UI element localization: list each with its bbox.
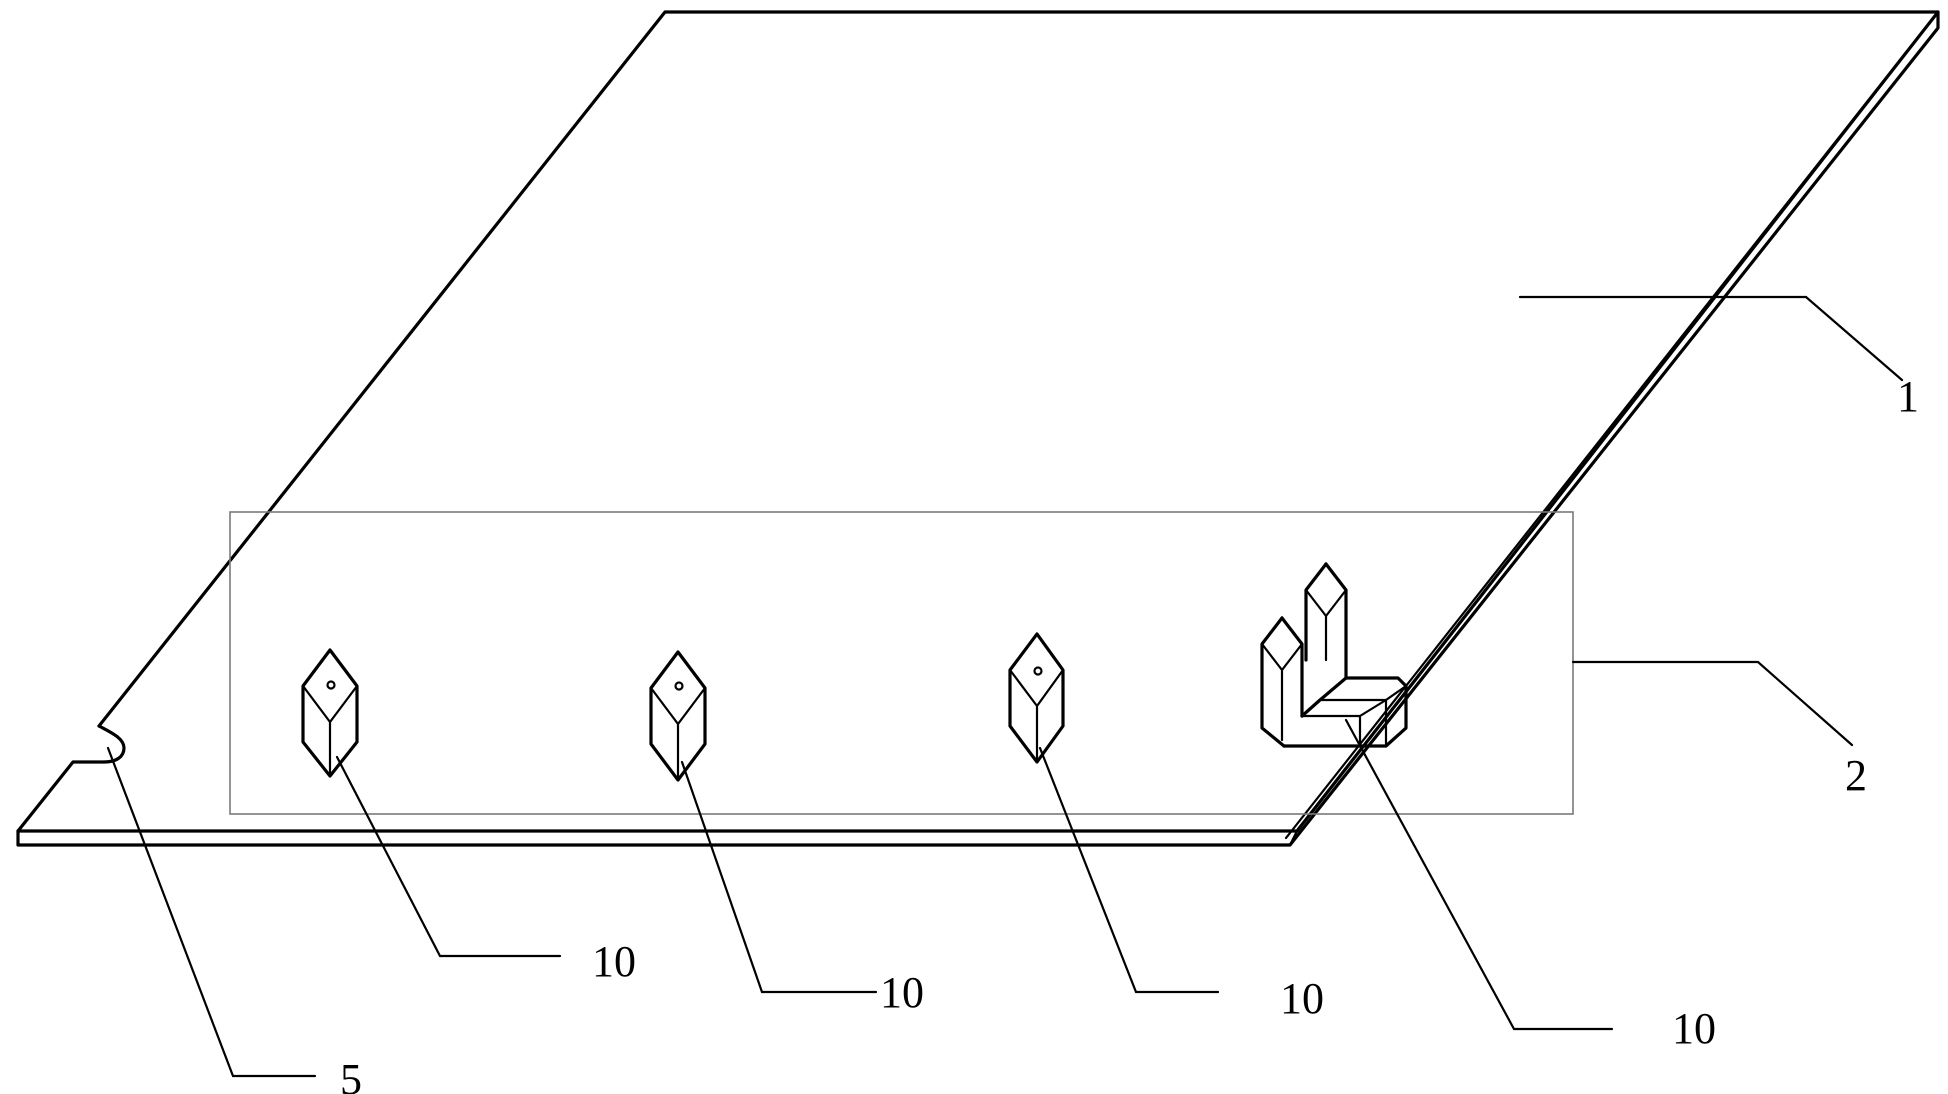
block-4 <box>1260 562 1408 748</box>
leader-notch <box>106 746 317 1078</box>
plate <box>16 10 1940 847</box>
block-3 <box>1008 632 1065 764</box>
block-2 <box>649 650 707 782</box>
leader-block-4 <box>1344 718 1614 1031</box>
label-block-1: 10 <box>592 937 636 986</box>
leader-block-2 <box>680 760 878 994</box>
label-notch: 5 <box>340 1055 362 1094</box>
leader-block-3 <box>1038 746 1220 994</box>
leader-region <box>1571 660 1854 747</box>
leader-block-1 <box>335 755 562 958</box>
block-1 <box>301 648 359 778</box>
leader-plate <box>1518 295 1904 382</box>
label-block-4: 10 <box>1672 1004 1716 1053</box>
label-plate: 1 <box>1897 372 1919 421</box>
label-region: 2 <box>1845 751 1867 800</box>
label-block-3: 10 <box>1280 974 1324 1023</box>
label-block-2: 10 <box>880 968 924 1017</box>
leader-lines <box>106 295 1904 1078</box>
